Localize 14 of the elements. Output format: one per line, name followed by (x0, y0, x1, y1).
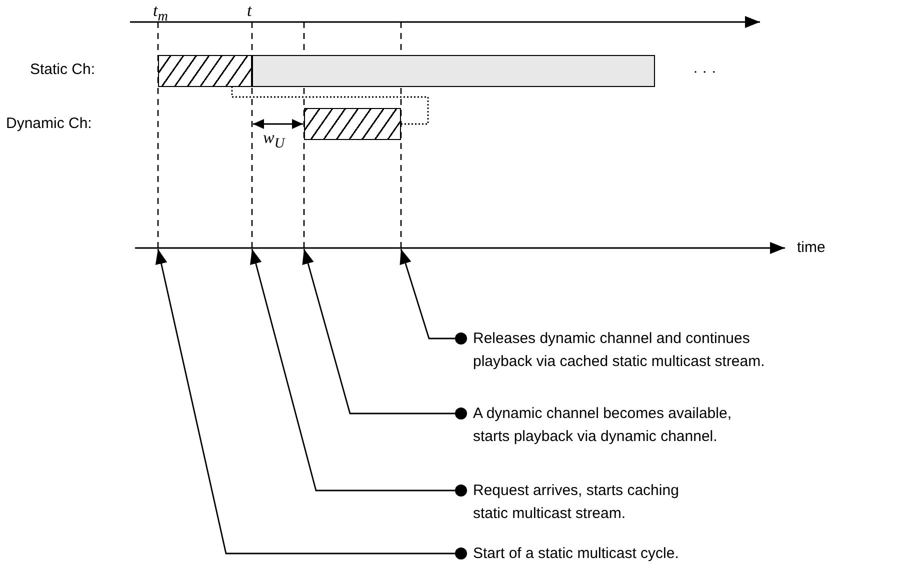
time-symbol: t$_{m}$ (153, 2, 168, 26)
time-symbol: t (247, 2, 252, 20)
event-description: Releases dynamic channel and continues playback via cached static multicast stream. (467, 327, 777, 373)
continuation-dots: · · · (693, 63, 716, 81)
stream-bar (252, 55, 655, 87)
row-label: Static Ch: (30, 61, 96, 79)
row-label: Dynamic Ch: (6, 115, 92, 133)
event-description: Request arrives, starts caching static multicast stream. (467, 479, 712, 525)
hatched-bar (158, 55, 252, 87)
interval-symbol: w$_{U}$ (263, 129, 285, 152)
event-description: A dynamic channel becomes available, starts playback via dynamic channel. (467, 402, 767, 448)
hatched-bar (304, 108, 401, 140)
event-description: Start of a static multicast cycle. (467, 542, 767, 565)
axis-label: time (797, 239, 826, 257)
